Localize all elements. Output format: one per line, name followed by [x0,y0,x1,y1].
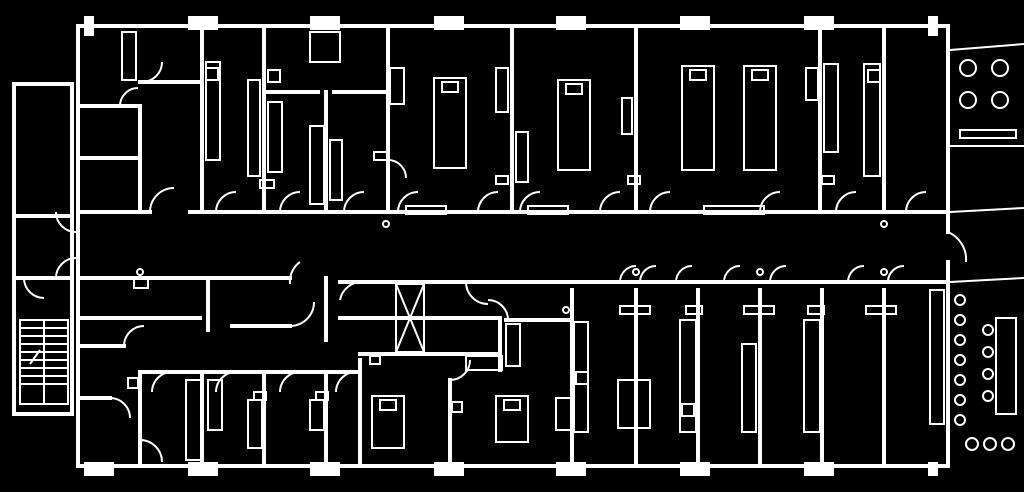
sinks [127,67,897,417]
beds [371,65,777,449]
patio-seating [949,43,1024,451]
doors [23,61,968,463]
corridor-walls [76,210,950,284]
counters [185,61,945,461]
bottom-partitions [76,276,886,468]
exterior-walls [12,24,950,468]
stairs [19,319,69,405]
windows [405,205,765,215]
columns [84,16,938,476]
top-partitions [76,24,886,214]
